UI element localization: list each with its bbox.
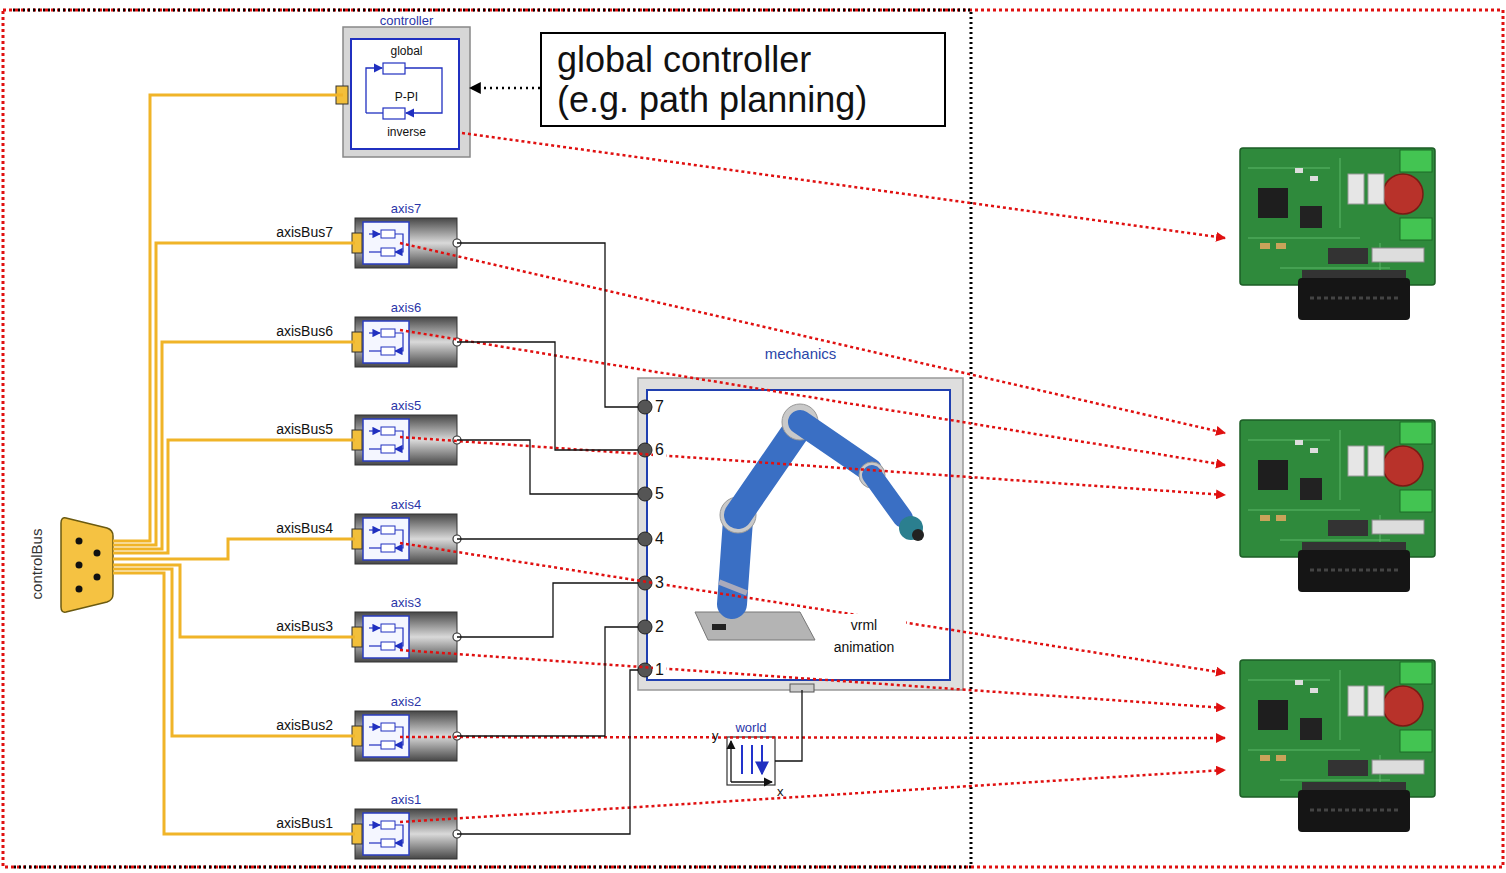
axis-block: axis2 [355, 711, 457, 761]
bus-label: axisBus1 [276, 815, 333, 832]
axis-graphics [352, 218, 461, 859]
block-name: axis2 [355, 694, 457, 710]
callout-text: global controller (e.g. path planning) [557, 40, 875, 120]
animation-note: vrml animation [822, 614, 906, 658]
port-number: 7 [653, 397, 666, 416]
world-block: worldxy [727, 737, 775, 785]
flange-wire [457, 342, 638, 450]
bus-line [113, 569, 355, 736]
bus-line [113, 342, 355, 549]
outer-frame [3, 10, 1503, 867]
flange-wire [457, 627, 638, 736]
axis-block: axis3 [355, 612, 457, 662]
bus-line [113, 539, 355, 559]
block-name: controller [343, 13, 470, 29]
bus-line [113, 440, 355, 553]
circuit-boards [1240, 148, 1435, 832]
callout-arrow [470, 87, 540, 90]
controller-block: controller globalP-PI inverse [343, 13, 470, 157]
port-number: 1 [653, 660, 666, 679]
deployment-arrows [400, 133, 1225, 822]
block-name: world [707, 720, 795, 736]
flange-wire [457, 243, 638, 407]
bus-line [113, 573, 355, 834]
mechanics-graphic [638, 378, 963, 692]
axis-block: axis7 [355, 218, 457, 268]
bus-label: axisBus5 [276, 421, 333, 438]
frame-wire [775, 690, 802, 761]
block-name: axis3 [355, 595, 457, 611]
bus-label: axisBus2 [276, 717, 333, 734]
flange-wire [457, 440, 638, 494]
block-name: axis1 [355, 792, 457, 808]
bus-line [113, 95, 343, 541]
axis-block: axis5 [355, 415, 457, 465]
port-number: 2 [653, 617, 666, 636]
axis-block: axis6 [355, 317, 457, 367]
bus-label: axisBus3 [276, 618, 333, 635]
block-name: mechanics [638, 345, 963, 363]
axis-block: axis1 [355, 809, 457, 859]
flange-wire [457, 670, 638, 834]
bus-connector: controlBus [63, 517, 113, 612]
callout-box: global controller (e.g. path planning) [540, 32, 946, 127]
mechanics-block: mechanics7654321vrml animation [638, 378, 963, 690]
flange-wire [457, 583, 638, 637]
port-number: 6 [653, 440, 666, 459]
bus-connector [61, 518, 113, 612]
block-text: P-PI [343, 90, 470, 104]
axis-block: axis4 [355, 514, 457, 564]
flange-wire [457, 538, 638, 539]
port-number: 4 [653, 529, 666, 548]
axis-name: y [712, 728, 719, 744]
block-name: axis6 [355, 300, 457, 316]
block-name: axis5 [355, 398, 457, 414]
block-text: inverse [343, 125, 470, 139]
bus-name: controlBus [28, 529, 46, 600]
robot-arm [695, 404, 924, 640]
controller-graphic [336, 27, 470, 157]
bus-label: axisBus4 [276, 520, 333, 537]
world-graphic [727, 737, 775, 785]
port-number: 3 [653, 573, 666, 592]
bus-line [113, 243, 355, 545]
bus-label: axisBus7 [276, 224, 333, 241]
bus-line [113, 565, 355, 637]
block-name: axis4 [355, 497, 457, 513]
bus-label: axisBus6 [276, 323, 333, 340]
block-text: global [343, 44, 470, 58]
axis-name: x [777, 784, 784, 800]
block-name: axis7 [355, 201, 457, 217]
port-number: 5 [653, 484, 666, 503]
